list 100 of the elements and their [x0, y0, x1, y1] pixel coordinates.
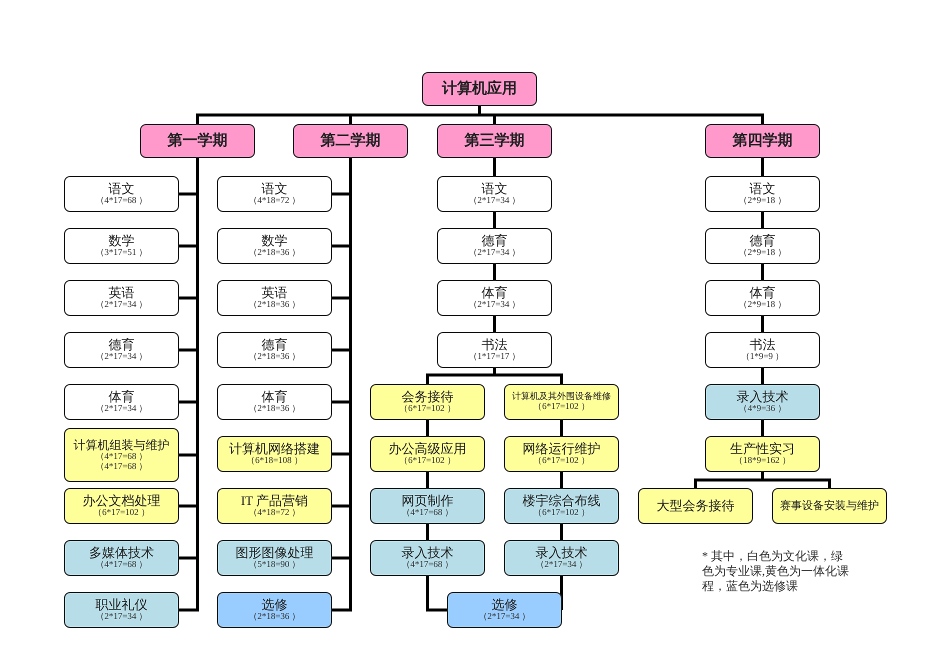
course-name: 网络运行维护: [522, 442, 600, 456]
course-name: 录入技术: [736, 390, 788, 404]
semester-label: 第二学期: [320, 132, 380, 150]
connector-line: [426, 472, 429, 488]
class-hours: （2*17=34 ）: [95, 404, 148, 414]
program-box: [422, 72, 537, 106]
course-box: [64, 488, 179, 524]
class-hours: （6*17=102 ）: [399, 456, 456, 466]
course-name: 多媒体技术: [89, 546, 154, 560]
connector-line: [478, 106, 764, 124]
course-box: [437, 228, 552, 264]
semester-box: [437, 124, 552, 158]
class-hours: （6*17=102 ）: [93, 508, 150, 518]
course-name: 计算机网络搭建: [229, 442, 320, 456]
class-hours: （4*9=36 ）: [738, 404, 786, 414]
semester-box: [293, 124, 408, 158]
course-box: [370, 436, 485, 472]
course-name: 大型会务接待: [656, 498, 734, 514]
course-box: [217, 488, 332, 524]
class-hours: （2*9=18 ）: [738, 300, 786, 310]
class-hours: （2*18=36 ）: [248, 612, 301, 622]
course-name: 网页制作: [402, 494, 454, 508]
connector-line: [761, 472, 831, 488]
course-box: [705, 384, 820, 420]
course-box: [437, 280, 552, 316]
class-hours: （4*17=68 ）: [95, 462, 148, 472]
course-name: 楼宇综合布线: [522, 494, 600, 508]
course-name: 数学: [108, 234, 134, 248]
course-name: 生产性实习: [730, 442, 795, 456]
connector-line: [493, 368, 563, 384]
semester-box: [140, 124, 255, 158]
connector-line: [761, 368, 764, 384]
class-hours: （4*17=68 ）: [401, 560, 454, 570]
class-hours: （1*17=17 ）: [468, 352, 521, 362]
course-box: [370, 540, 485, 576]
course-box: [64, 280, 179, 316]
course-name: 体育: [262, 390, 288, 404]
class-hours: （2*17=34 ）: [478, 612, 531, 622]
course-box: [772, 488, 887, 524]
connector-line: [560, 576, 564, 612]
course-box: [705, 436, 820, 472]
course-name: 职业礼仪: [96, 598, 148, 612]
semester-label: 第一学期: [168, 132, 228, 150]
class-hours: （2*17=34 ）: [535, 560, 588, 570]
semester-box: [705, 124, 820, 158]
class-hours: （4*18=72 ）: [248, 508, 301, 518]
course-name: 计算机及其外围设备维修: [512, 392, 611, 402]
course-name: 办公高级应用: [388, 442, 466, 456]
course-box: [705, 332, 820, 368]
connector-line: [560, 420, 563, 436]
course-box: [504, 384, 619, 420]
class-hours: （6*17=102 ）: [533, 508, 590, 518]
course-name: 会务接待: [402, 390, 454, 404]
course-name: 赛事设备安装与维护: [780, 500, 879, 512]
class-hours: （5*18=90 ）: [248, 560, 301, 570]
elective-box: [447, 592, 562, 628]
note-text: * 其中，白色为文化课，绿色为专业课,黄色为一体化课程，蓝色为选修课: [702, 549, 850, 594]
connector-line: [761, 264, 764, 280]
class-hours: （2*18=36 ）: [248, 248, 301, 258]
course-name: 语文: [482, 182, 508, 196]
class-hours: （4*17=68 ）: [95, 560, 148, 570]
connector-line: [493, 264, 496, 280]
course-box: [638, 488, 753, 524]
course-box: [705, 228, 820, 264]
class-hours: （2*9=18 ）: [738, 196, 786, 206]
class-hours: （2*17=34 ）: [468, 196, 521, 206]
class-hours: （2*17=34 ）: [95, 352, 148, 362]
course-name: 德育: [262, 338, 288, 352]
course-name: 德育: [108, 338, 134, 352]
course-box: [504, 540, 619, 576]
course-box: [437, 332, 552, 368]
semester-label: 第四学期: [732, 132, 792, 150]
semester-label: 计算机应用: [442, 80, 517, 98]
class-hours: （4*18=72 ）: [248, 196, 301, 206]
course-box: [217, 280, 332, 316]
semester-label: 第三学期: [464, 132, 524, 150]
course-box: [437, 176, 552, 212]
course-box: [64, 176, 179, 212]
course-box: [217, 384, 332, 420]
class-hours: （2*9=18 ）: [738, 248, 786, 258]
course-name: 图形图像处理: [236, 546, 314, 560]
class-hours: （6*18=108 ）: [246, 456, 303, 466]
class-hours: （6*17=102 ）: [399, 404, 456, 414]
course-name: IT 产品营销: [240, 494, 308, 508]
course-name: 数学: [262, 234, 288, 248]
course-name: 体育: [750, 286, 776, 300]
class-hours: （2*18=36 ）: [248, 352, 301, 362]
connector-line: [493, 212, 496, 228]
course-box: [705, 280, 820, 316]
course-name: 书法: [482, 338, 508, 352]
course-box: [705, 176, 820, 212]
course-name: 体育: [108, 390, 134, 404]
course-name: 选修: [492, 598, 518, 612]
class-hours: （2*17=34 ）: [95, 300, 148, 310]
connector-line: [560, 472, 563, 488]
course-name: 英语: [108, 286, 134, 300]
course-box: [217, 540, 332, 576]
class-hours: （6*17=102 ）: [533, 402, 590, 412]
course-name: 语文: [262, 182, 288, 196]
course-box: [370, 384, 485, 420]
